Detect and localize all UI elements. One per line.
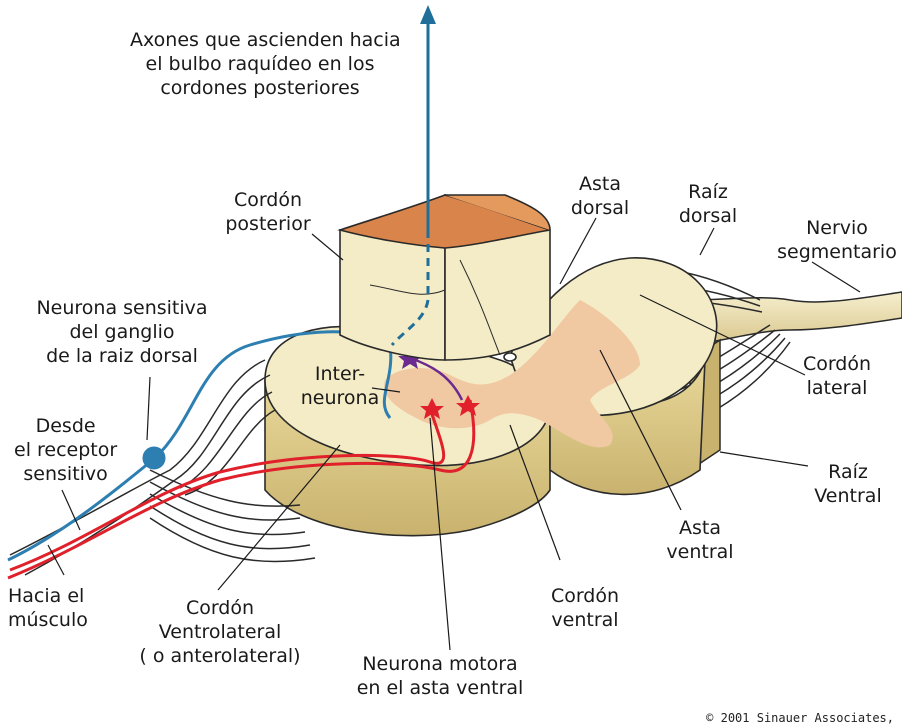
label-cordon-posterior: Cordón posterior (218, 188, 318, 236)
label-line: Nervio (774, 216, 900, 240)
label-line: Asta (660, 516, 740, 540)
label-line: el bulbo raquídeo en los (130, 52, 390, 76)
label-line: Inter- (300, 362, 380, 386)
label-line: dorsal (668, 204, 748, 228)
label-interneurona: Inter- neurona (300, 362, 380, 410)
label-line: del ganglio (24, 320, 220, 344)
label-line: segmentario (774, 240, 900, 264)
label-line: Hacia el (8, 584, 88, 608)
label-line: Raíz (808, 460, 888, 484)
label-line: Axones que ascienden hacia (130, 28, 390, 52)
label-nervio-segmentario: Nervio segmentario (774, 216, 900, 264)
label-line: Raíz (668, 180, 748, 204)
label-line: Asta (560, 172, 640, 196)
label-cordon-lateral: Cordón lateral (792, 352, 882, 400)
label-asta-ventral: Asta ventral (660, 516, 740, 564)
label-line: Cordón (120, 596, 320, 620)
label-cordon-ventral: Cordón ventral (540, 584, 630, 632)
label-line: ventral (540, 608, 630, 632)
label-ascending-axons: Axones que ascienden hacia el bulbo raqu… (130, 28, 390, 100)
label-line: sensitivo (14, 462, 117, 486)
label-line: Cordón (218, 188, 318, 212)
label-line: Ventrolateral (120, 620, 320, 644)
label-line: ventral (660, 540, 740, 564)
label-line: cordones posteriores (130, 76, 390, 100)
label-line: Desde (14, 414, 117, 438)
label-line: Cordón (540, 584, 630, 608)
label-asta-dorsal: Asta dorsal (560, 172, 640, 220)
label-line: Neurona sensitiva (24, 296, 220, 320)
label-line: posterior (218, 212, 318, 236)
copyright-notice: © 2001 Sinauer Associates, (706, 711, 894, 725)
label-line: en el asta ventral (340, 676, 540, 700)
dorsal-column-block (340, 195, 550, 360)
label-line: Cordón (792, 352, 882, 376)
label-line: dorsal (560, 196, 640, 220)
label-line: el receptor (14, 438, 117, 462)
label-raiz-dorsal: Raíz dorsal (668, 180, 748, 228)
label-line: de la raiz dorsal (24, 344, 220, 368)
label-raiz-ventral: Raíz Ventral (808, 460, 888, 508)
label-desde-receptor: Desde el receptor sensitivo (14, 414, 117, 486)
label-line: músculo (8, 608, 88, 632)
label-neurona-motora: Neurona motora en el asta ventral (340, 652, 540, 700)
label-neurona-sensitiva: Neurona sensitiva del ganglio de la raiz… (24, 296, 220, 368)
label-line: Ventral (808, 484, 888, 508)
label-line: Neurona motora (340, 652, 540, 676)
label-line: lateral (792, 376, 882, 400)
label-line: neurona (300, 386, 380, 410)
label-cordon-ventrolateral: Cordón Ventrolateral ( o anterolateral) (120, 596, 320, 668)
label-hacia-musculo: Hacia el músculo (8, 584, 88, 632)
label-line: ( o anterolateral) (120, 644, 320, 668)
